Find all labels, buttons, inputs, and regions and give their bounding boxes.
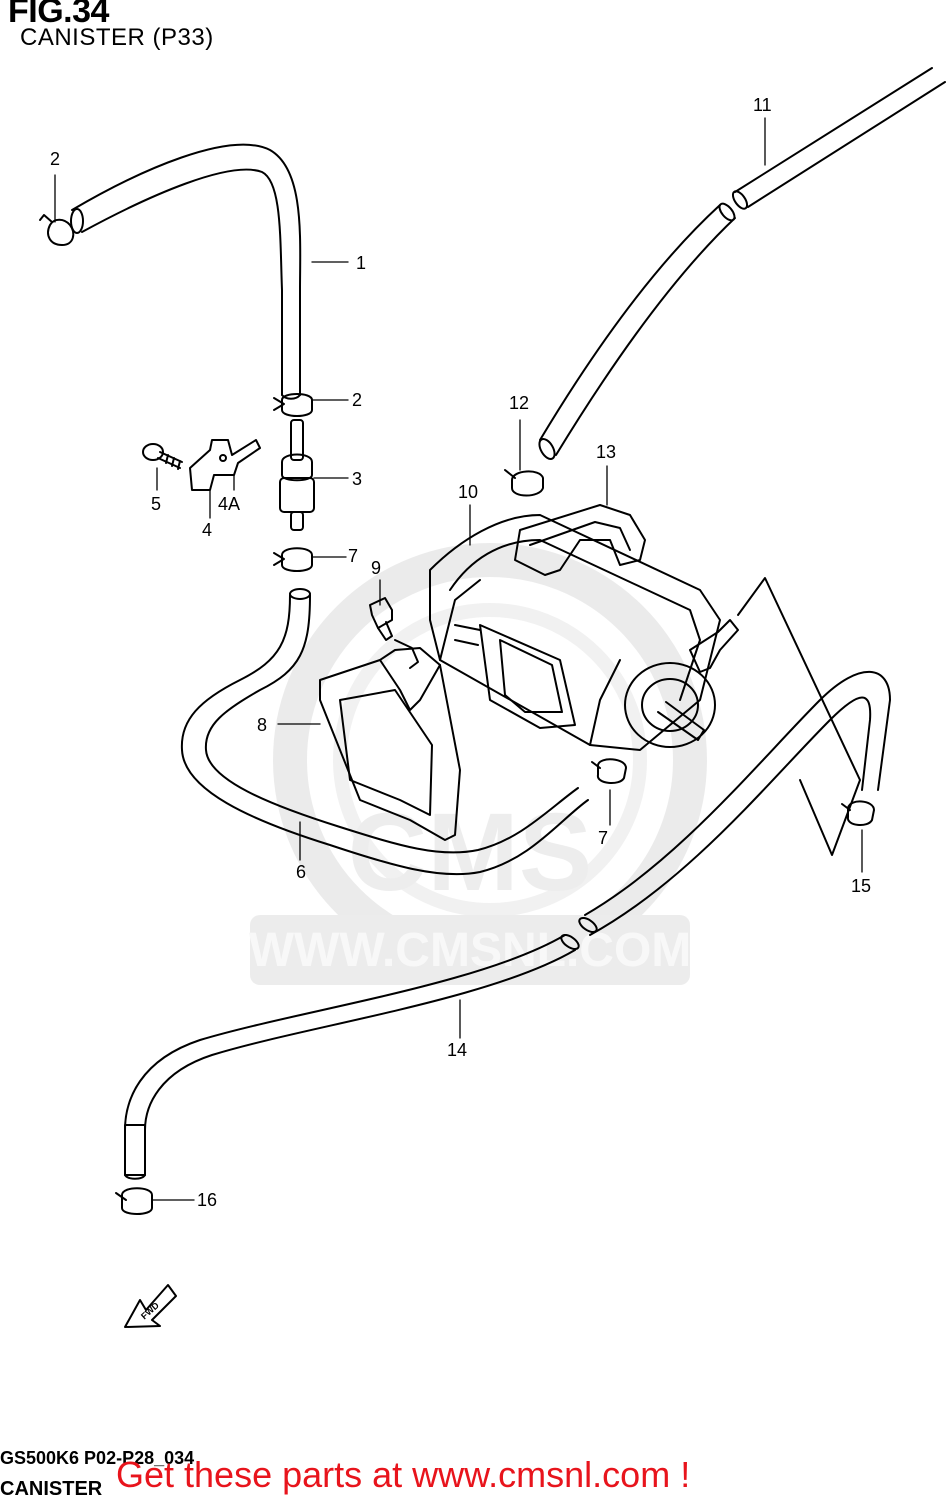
- callout-3: 3: [352, 469, 362, 489]
- part-5-screw: [142, 443, 183, 470]
- callout-2-lower: 2: [352, 390, 362, 410]
- callout-11: 11: [753, 95, 772, 115]
- part-12-clip: [504, 469, 544, 497]
- callout-16: 16: [197, 1190, 217, 1210]
- watermark-url: WWW.CMSNL.COM: [249, 924, 692, 977]
- callout-15: 15: [851, 876, 871, 896]
- callout-7-lower: 7: [598, 828, 608, 848]
- callout-5: 5: [151, 494, 161, 514]
- part-7-clip-lower: [591, 758, 627, 784]
- callout-labels: 1 2 2 3 4 4A 5 6 7 7 8 9 10 11 12 13 14 …: [50, 95, 871, 1210]
- callout-2-upper: 2: [50, 149, 60, 169]
- fwd-arrow-icon: FWD: [124, 1284, 177, 1328]
- watermark: CMS WWW.CMSNL.COM: [249, 543, 707, 985]
- promo-link-text[interactable]: Get these parts at www.cmsnl.com !: [116, 1454, 691, 1495]
- callout-8: 8: [257, 715, 267, 735]
- part-2-clip-upper: [39, 214, 75, 246]
- callout-12: 12: [509, 393, 529, 413]
- figure-title: FIG.34: [8, 0, 109, 30]
- leader-lines: [54, 117, 863, 1201]
- callout-4: 4: [202, 520, 212, 540]
- figure-subtitle: CANISTER (P33): [20, 24, 214, 51]
- callout-14: 14: [447, 1040, 467, 1060]
- part-6-hose: [180, 588, 589, 876]
- part-16-clip: [115, 1187, 153, 1215]
- callout-6: 6: [296, 862, 306, 882]
- callout-13: 13: [596, 442, 616, 462]
- part-4-bracket: [189, 439, 261, 491]
- part-3-valve: [279, 419, 315, 531]
- footer-drawing-code: GS500K6 P02-P28_034: [0, 1448, 195, 1468]
- part-11-hose: [731, 67, 946, 210]
- part-2-clip-lower: [273, 393, 313, 417]
- part-1-hose: [70, 143, 302, 400]
- part-8-bracket: [319, 639, 461, 841]
- callout-7-upper: 7: [348, 546, 358, 566]
- footer-drawing-name: CANISTER: [0, 1478, 103, 1500]
- part-13-holder: [514, 504, 646, 576]
- part-14-hose: [124, 670, 891, 1180]
- reference-lines: [737, 577, 861, 856]
- callout-1: 1: [356, 253, 366, 273]
- callout-10: 10: [458, 482, 478, 502]
- part-10-canister: [429, 514, 739, 751]
- part-11-hose-lower: [538, 202, 736, 460]
- watermark-banner: [250, 915, 690, 985]
- callout-4a: 4A: [218, 494, 240, 514]
- watermark-inner-ring: [333, 603, 647, 917]
- part-7-clip-upper: [273, 547, 313, 572]
- callout-9: 9: [371, 558, 381, 578]
- part-9-bolt: [369, 597, 393, 641]
